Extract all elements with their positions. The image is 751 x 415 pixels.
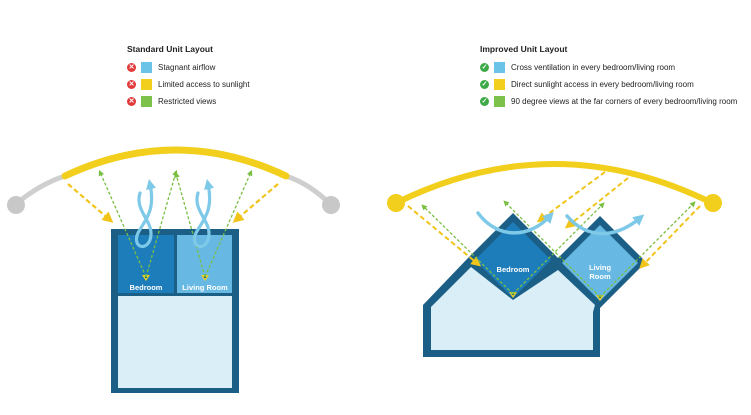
airflow-arrows <box>476 211 645 236</box>
room-label-living-room: Living Room <box>182 283 228 292</box>
cross-icon: ✕ <box>127 63 136 72</box>
standard-layout-diagram: Bedroom Living Room <box>7 146 340 393</box>
legend-label: Stagnant airflow <box>158 63 216 72</box>
legend-label: Restricted views <box>158 97 217 106</box>
room-label-bedroom: Bedroom <box>130 283 163 292</box>
improved-legend: Improved Unit Layout ✓ Cross ventilation… <box>480 44 737 112</box>
sun-dot <box>387 194 405 212</box>
legend-item: ✓ Cross ventilation in every bedroom/liv… <box>480 61 737 74</box>
view-arrows <box>98 169 253 278</box>
legend-label: Limited access to sunlight <box>158 80 250 89</box>
views-swatch <box>494 96 505 107</box>
views-swatch <box>141 96 152 107</box>
standard-interior <box>118 296 232 388</box>
improved-legend-title: Improved Unit Layout <box>480 44 568 54</box>
legend-label: 90 degree views at the far corners of ev… <box>511 97 738 106</box>
sun-dot-grey <box>7 196 25 214</box>
living-room-block <box>562 225 638 301</box>
room-label-bedroom: Bedroom <box>497 265 530 274</box>
legend-item: ✓ 90 degree views at the far corners of … <box>480 95 737 108</box>
sunlight-arrows <box>67 183 279 223</box>
legend-item: ✓ Direct sunlight access in every bedroo… <box>480 78 737 91</box>
check-icon: ✓ <box>480 97 489 106</box>
sun-dot-grey <box>322 196 340 214</box>
cross-icon: ✕ <box>127 97 136 106</box>
sunlight-swatch <box>141 79 152 90</box>
sunlight-swatch <box>494 79 505 90</box>
airflow-swatch <box>494 62 505 73</box>
airflow-swatch <box>141 62 152 73</box>
improved-layout-diagram: Bedroom Living Room <box>387 161 722 357</box>
sunlight-arrows <box>407 171 701 269</box>
room-label-living: Living <box>589 263 612 272</box>
legend-item: ✕ Limited access to sunlight <box>127 78 250 91</box>
legend-label: Direct sunlight access in every bedroom/… <box>511 80 694 89</box>
legend-label: Cross ventilation in every bedroom/livin… <box>511 63 676 72</box>
room-label-room: Room <box>589 272 611 281</box>
standard-legend: Standard Unit Layout ✕ Stagnant airflow … <box>127 44 250 112</box>
improved-interior <box>431 267 595 350</box>
airflow-loops <box>134 178 215 249</box>
bedroom-block <box>475 222 551 298</box>
check-icon: ✓ <box>480 63 489 72</box>
sun-path-arc <box>61 146 290 180</box>
sun-path-arc-grey <box>13 173 68 207</box>
view-arrows <box>421 200 696 298</box>
check-icon: ✓ <box>480 80 489 89</box>
sun-path-arc <box>393 161 715 206</box>
sun-path-arc-grey <box>283 173 333 207</box>
legend-item: ✕ Restricted views <box>127 95 250 108</box>
legend-item: ✕ Stagnant airflow <box>127 61 250 74</box>
cross-icon: ✕ <box>127 80 136 89</box>
standard-legend-title: Standard Unit Layout <box>127 44 213 54</box>
sun-dot <box>704 194 722 212</box>
